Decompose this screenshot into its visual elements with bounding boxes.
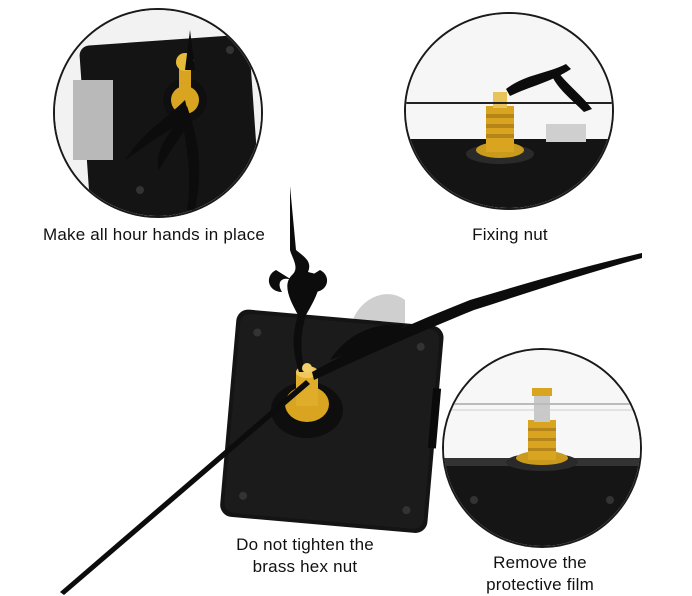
caption-brass-nut: Do not tighten the brass hex nut (200, 534, 410, 578)
hour-hands-closeup-image (55, 10, 261, 216)
callout-protective-film (442, 348, 642, 548)
protective-film-closeup-image (444, 350, 640, 546)
caption-protective-film-line2: protective film (486, 575, 594, 594)
caption-protective-film-line1: Remove the (493, 553, 587, 572)
caption-brass-nut-line2: brass hex nut (252, 557, 358, 576)
fixing-nut-closeup-image (406, 14, 612, 208)
caption-brass-nut-line1: Do not tighten the (236, 535, 374, 554)
callout-hour-hands (53, 8, 263, 218)
callout-fixing-nut (404, 12, 614, 210)
caption-fixing-nut: Fixing nut (472, 225, 548, 244)
caption-protective-film: Remove the protective film (462, 552, 618, 596)
caption-hour-hands: Make all hour hands in place (42, 225, 265, 244)
